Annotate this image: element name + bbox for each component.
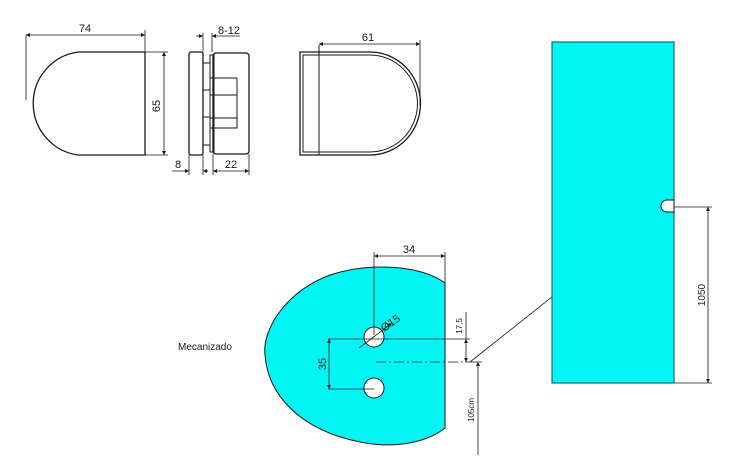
glass-cutout-shape bbox=[264, 266, 446, 446]
side-front-plate bbox=[188, 51, 204, 156]
side-body bbox=[212, 52, 250, 155]
dim-34: 34 bbox=[403, 244, 415, 256]
dim-1050: 1050 bbox=[697, 283, 708, 306]
dim-74: 74 bbox=[79, 23, 91, 35]
machining-title: Mecanizado bbox=[178, 342, 232, 353]
hinge-marker bbox=[660, 199, 675, 213]
door-panel: 1050 bbox=[551, 41, 712, 384]
dim-17-5: 17,5 bbox=[455, 318, 464, 334]
side-view: 8-12 8 22 bbox=[172, 25, 250, 175]
lower-hole bbox=[363, 377, 385, 399]
dim-35: 35 bbox=[317, 358, 329, 370]
dim-8: 8 bbox=[175, 159, 181, 171]
machining-detail: 34 Ø15 35 17,5 105cm bbox=[264, 207, 665, 455]
back-view: 61 bbox=[299, 32, 422, 156]
back-plate-outer bbox=[299, 51, 422, 156]
front-view: 74 65 bbox=[25, 23, 168, 156]
dim-22: 22 bbox=[225, 159, 237, 171]
glass-door bbox=[551, 41, 675, 384]
front-plate-outline bbox=[32, 51, 146, 156]
dim-8-12: 8-12 bbox=[218, 25, 240, 37]
dim-61: 61 bbox=[362, 32, 374, 44]
dim-65: 65 bbox=[151, 100, 163, 112]
dim-105cm: 105cm bbox=[467, 398, 476, 422]
